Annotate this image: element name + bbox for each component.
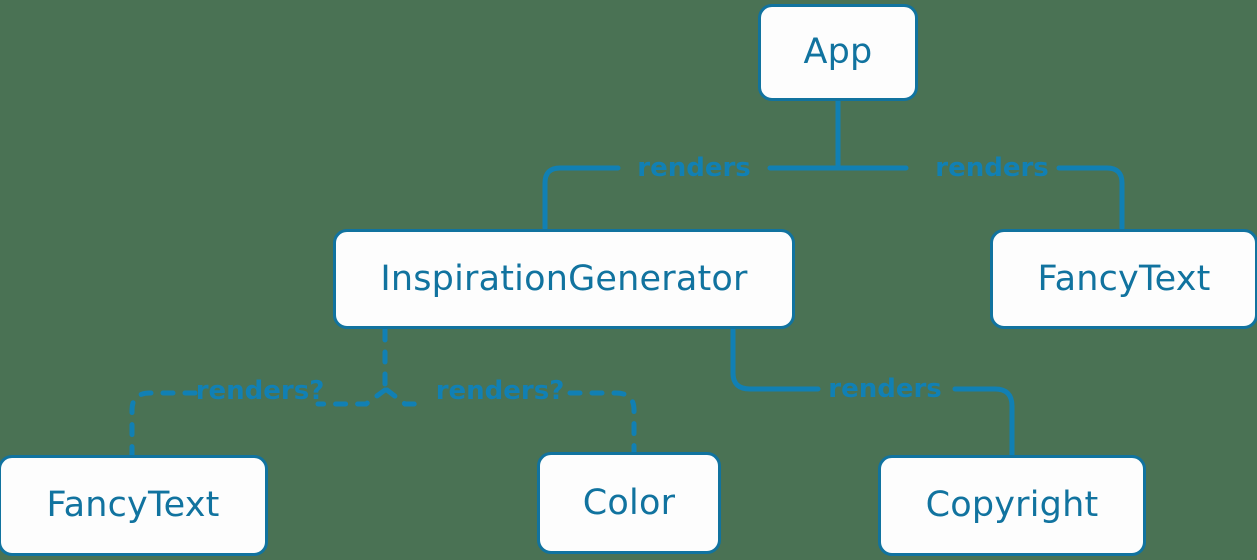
node-color-label: Color [582,482,676,523]
edge-label-app-inspirationgenerator: renders [637,153,751,183]
node-app-label: App [803,32,873,72]
edge-inspgen-fancytext-dashed-2 [129,390,198,458]
node-copyright-label: Copyright [925,485,1099,525]
edge-app-fancytext-left [835,155,909,171]
edge-label-inspirationgenerator-color: renders? [435,376,565,406]
edge-inspgen-fancytext-dashed [315,387,388,407]
node-fancytext-left-label: FancyText [46,485,220,525]
node-fancytext-right-label: FancyText [1037,258,1211,299]
node-fancytext-right[interactable]: FancyText [990,229,1257,329]
edge-app-fancytext-right [1056,165,1125,231]
node-copyright[interactable]: Copyright [878,455,1146,556]
edge-label-app-fancytext: renders [935,153,1049,183]
node-fancytext-left[interactable]: FancyText [0,455,268,556]
edge-inspgen-color-dashed [384,387,423,407]
edge-inspgen-color-dashed-2 [567,390,637,455]
node-app[interactable]: App [758,4,918,101]
edge-inspgen-copyright-left [730,327,821,392]
node-inspirationgenerator-label: InspirationGenerator [380,258,748,299]
node-color[interactable]: Color [537,452,721,554]
edge-label-inspirationgenerator-copyright: renders [828,374,942,404]
edge-app-inspgen-right [542,165,621,231]
edge-inspgen-copyright-right [952,386,1015,458]
node-inspirationgenerator[interactable]: InspirationGenerator [333,229,795,329]
edge-label-inspirationgenerator-fancytext: renders? [195,376,325,406]
edge-app-inspgen-left [767,155,841,171]
